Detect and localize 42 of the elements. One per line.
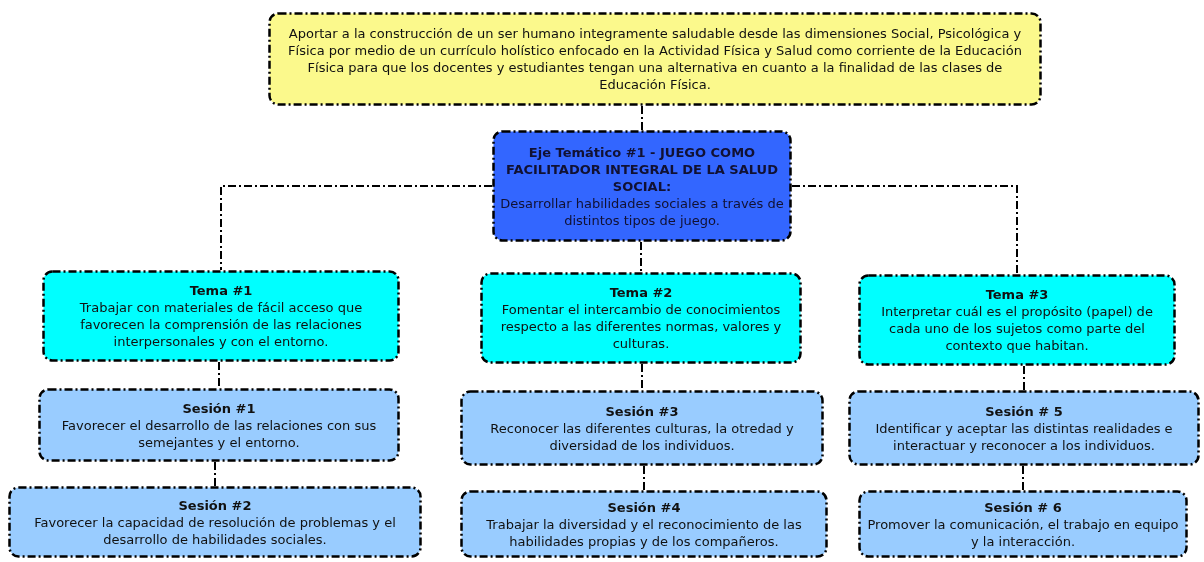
connector-line xyxy=(791,185,1018,275)
concept-box xyxy=(858,490,1188,558)
box-heading: Eje Temático #1 - JUEGO COMO FACILITADOR INTEGRAL DE LA SALUD SOCIAL: xyxy=(505,143,779,195)
box-text: Reconocer las diferentes culturas, la otredad y diversidad de los individuos. xyxy=(489,419,795,454)
box-text: Trabajar la diversidad y el reconocimiento de las habilidades propias y de los compañeros. xyxy=(485,515,803,550)
connector-line xyxy=(641,363,643,391)
concept-box xyxy=(480,272,802,364)
box-text: Fomentar el intercambio de conocimientos respecto a las diferentes normas, valores y culturas. xyxy=(499,301,783,352)
box-heading: Sesión #3 xyxy=(605,402,679,420)
connector-line xyxy=(1023,365,1025,391)
box-text: Trabajar con materiales de fácil acceso que favorecen la comprensión de las relaciones interpersonales y con el entorno. xyxy=(78,299,364,350)
box-text: Desarrollar habilidades sociales a través de distintos tipos de juego. xyxy=(500,194,784,229)
connector-line xyxy=(218,361,220,389)
concept-box xyxy=(8,486,422,558)
connector-line xyxy=(640,241,642,273)
concept-box xyxy=(460,390,824,466)
box-text: Interpretar cuál es el propósito (papel) de cada uno de los sujetos como parte del contexto que habitan. xyxy=(880,303,1154,354)
concept-box xyxy=(848,390,1200,466)
box-text: Favorecer la capacidad de resolución de problemas y el desarrollo de habilidades sociales. xyxy=(33,513,397,548)
concept-box xyxy=(42,270,400,362)
connector-line xyxy=(220,185,493,271)
box-heading: Tema #1 xyxy=(189,282,253,299)
connector-line xyxy=(641,105,643,131)
box-text: Promover la comunicación, el trabajo en equipo y la interacción. xyxy=(866,515,1180,550)
box-text: Favorecer el desarrollo de las relaciones con sus semejantes y el entorno. xyxy=(60,416,378,451)
connector-line xyxy=(1022,465,1024,491)
connector-line xyxy=(643,465,645,491)
concept-box xyxy=(460,490,828,558)
box-heading: Sesión #4 xyxy=(607,498,681,516)
connector-line xyxy=(214,461,216,487)
box-heading: Sesión # 6 xyxy=(984,498,1062,516)
box-heading: Tema #2 xyxy=(609,284,673,301)
concept-box xyxy=(858,274,1176,366)
box-heading: Tema #3 xyxy=(985,286,1049,303)
box-heading: Sesión #1 xyxy=(182,399,256,417)
concept-box xyxy=(268,12,1042,106)
box-heading: Sesión #2 xyxy=(178,496,252,514)
concept-box xyxy=(492,130,792,242)
concept-box xyxy=(38,388,400,462)
box-text: Aportar a la construcción de un ser humano integramente saludable desde las dimensiones Social, Psicológica y Física por medio de un currículo holístico enfocado en la Actividad Física y Salud como corriente de la Educación Física para que los docentes y estudiantes tengan una alternativa en cuanto a la finalidad de las clases de Educación Física. xyxy=(287,25,1023,93)
box-heading: Sesión # 5 xyxy=(985,402,1063,420)
box-text: Identificar y aceptar las distintas realidades e interactuar y reconocer a los individuos. xyxy=(874,419,1174,454)
